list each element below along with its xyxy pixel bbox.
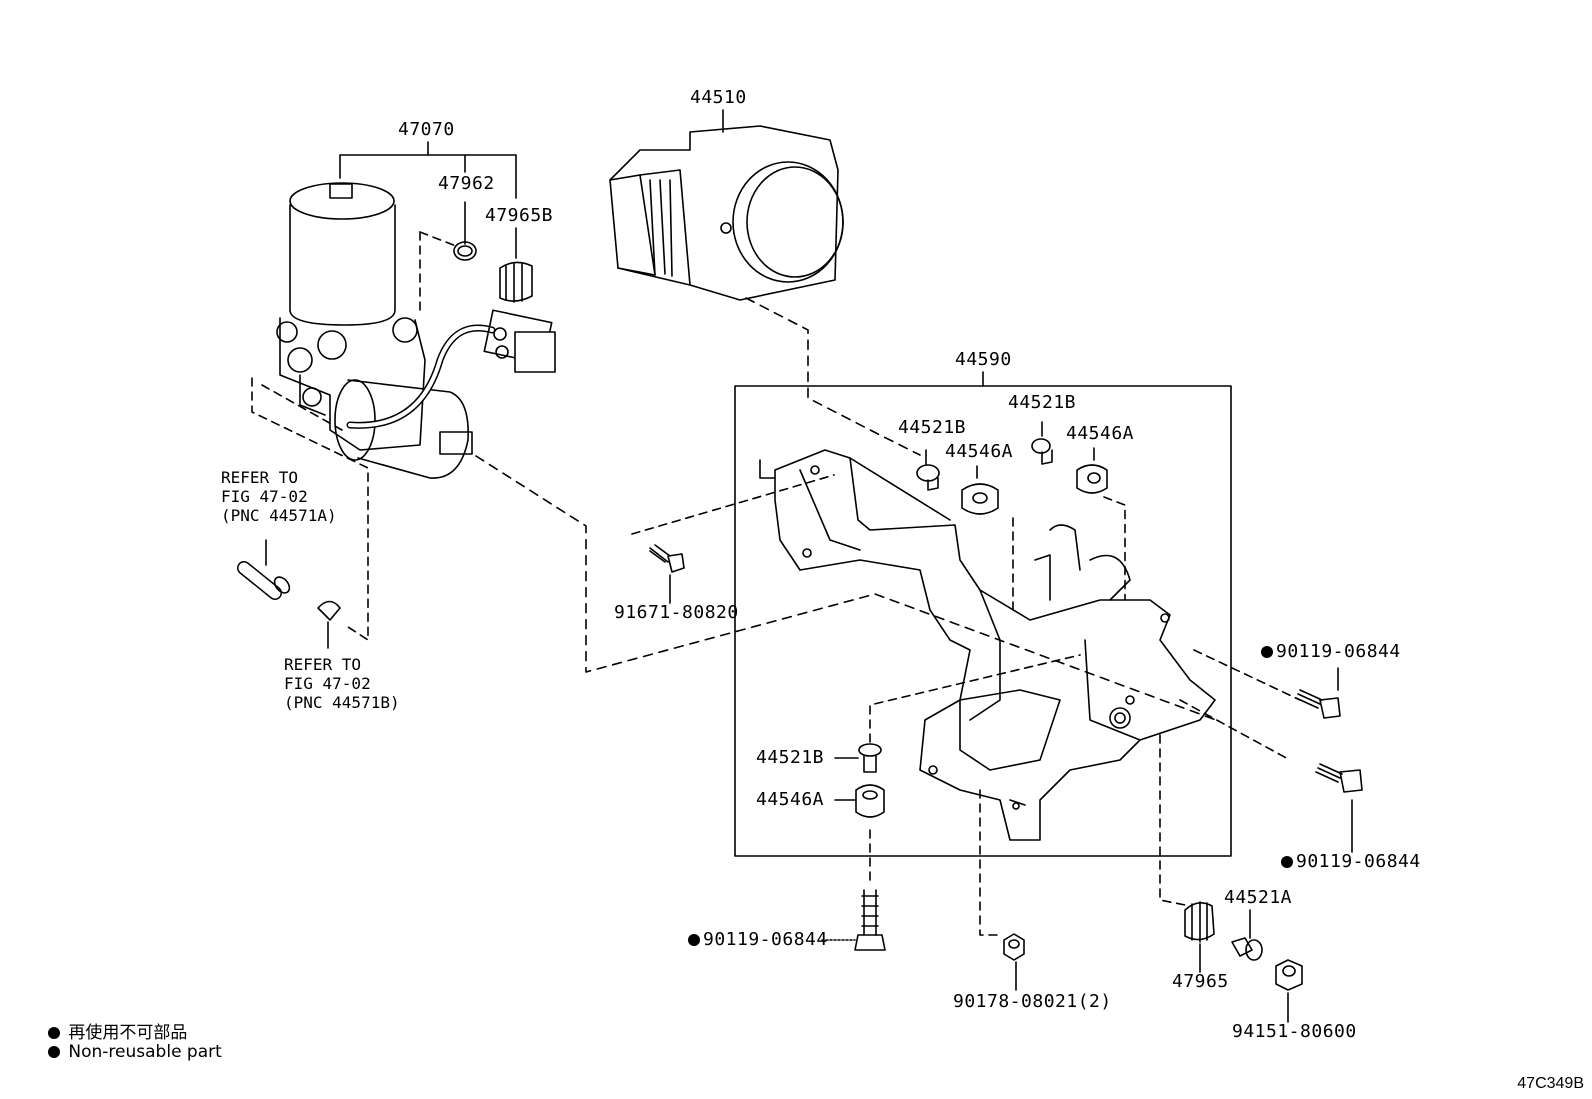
nut-90178-08021: [1003, 933, 1025, 991]
figure-id: 47C349B: [1517, 1075, 1584, 1092]
label-47070[interactable]: 47070: [398, 119, 455, 140]
cushion-44546A-b: [1076, 447, 1108, 494]
nonreusable-dot-icon: [1261, 646, 1273, 658]
actuator-44510: [609, 109, 921, 456]
label-44521B-upper-left[interactable]: 44521B: [898, 417, 967, 438]
label-44521B-upper-right[interactable]: 44521B: [1008, 392, 1077, 413]
nonreusable-dot-icon: [48, 1027, 60, 1039]
pump-motor-assembly: [276, 182, 556, 479]
label-47965[interactable]: 47965: [1172, 971, 1229, 992]
bolt-90119-06844-c: [821, 889, 886, 951]
nut-94151-80600: [1275, 959, 1303, 1023]
label-90119-06844-upper[interactable]: 90119-06844: [1261, 642, 1401, 662]
legend-english: Non-reusable part: [48, 1042, 222, 1062]
grommet-44521A: [1231, 909, 1263, 961]
label-47965B[interactable]: 47965B: [485, 205, 554, 226]
bolt-90119-06844-b: [1315, 763, 1363, 853]
label-90119-06844-middle[interactable]: 90119-06844: [1281, 852, 1421, 872]
dashed-leader-main: [475, 455, 1217, 721]
bracket-44590: [759, 449, 1216, 841]
label-90178-08021[interactable]: 90178-08021(2): [953, 991, 1112, 1012]
refer-hose-parts: [237, 377, 369, 649]
cushion-44546A-c: [834, 784, 885, 818]
label-44546A-upper-left[interactable]: 44546A: [945, 441, 1014, 462]
label-47962[interactable]: 47962: [438, 173, 495, 194]
grommet-44521B-c: [834, 743, 882, 773]
nonreusable-dot-icon: [48, 1046, 60, 1058]
label-44521A[interactable]: 44521A: [1224, 887, 1293, 908]
legend-japanese: 再使用不可部品: [48, 1018, 187, 1043]
cap-47965B: [499, 261, 533, 303]
nonreusable-dot-icon: [1281, 856, 1293, 868]
bracket-dashed-leaders: [631, 474, 1301, 936]
label-94151-80600[interactable]: 94151-80600: [1232, 1021, 1357, 1042]
label-90119-06844-lower[interactable]: 90119-06844: [688, 930, 828, 950]
label-44510[interactable]: 44510: [690, 87, 747, 108]
label-44546A-lower[interactable]: 44546A: [756, 789, 825, 810]
grommet-44521B-a: [916, 449, 940, 491]
label-44521B-lower[interactable]: 44521B: [756, 747, 825, 768]
grommet-44521B-b: [1031, 421, 1053, 465]
cushion-44546A-a: [961, 465, 999, 515]
label-44546A-upper-right[interactable]: 44546A: [1066, 423, 1135, 444]
label-44590[interactable]: 44590: [955, 349, 1012, 370]
label-91671-80820[interactable]: 91671-80820: [614, 602, 739, 623]
refer-note-44571B[interactable]: REFER TO FIG 47-02 (PNC 44571B): [284, 655, 400, 712]
oring-47962: [453, 241, 477, 261]
label-47070-leaders: [339, 141, 517, 259]
bolt-90119-06844-a: [1295, 667, 1341, 719]
bolt-91671-80820: [649, 544, 685, 604]
cap-47965: [1184, 901, 1215, 973]
refer-note-44571A[interactable]: REFER TO FIG 47-02 (PNC 44571A): [221, 468, 337, 525]
nonreusable-dot-icon: [688, 934, 700, 946]
